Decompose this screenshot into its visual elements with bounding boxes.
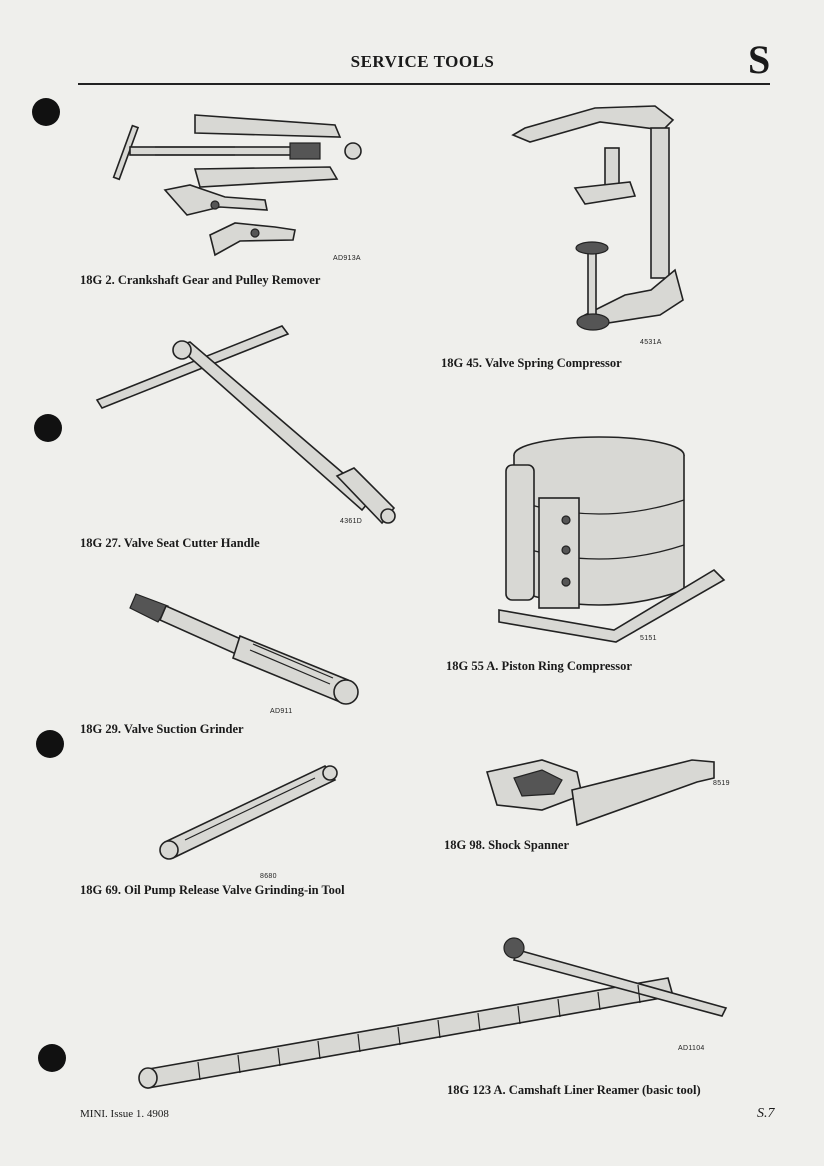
punch-hole [38, 1044, 66, 1072]
shock-spanner-icon [485, 759, 715, 827]
figure-code: 5151 [640, 635, 657, 642]
tool-caption: 18G 123 A. Camshaft Liner Reamer (basic … [447, 1083, 701, 1097]
grinding-tool-icon [159, 764, 338, 860]
tool-caption: 18G 2. Crankshaft Gear and Pulley Remove… [80, 273, 321, 287]
tool-caption: 18G 45. Valve Spring Compressor [441, 356, 622, 370]
suction-grinder-icon [129, 593, 359, 705]
section-letter: S [748, 37, 771, 82]
header-rule [78, 83, 770, 85]
valve-spring-compressor-icon [511, 105, 684, 331]
figure-code: 4361D [340, 518, 363, 525]
piston-ring-compressor-icon [498, 436, 726, 643]
figure-code: 8680 [260, 873, 277, 880]
punch-hole [32, 98, 60, 126]
figure-code: AD1104 [678, 1045, 705, 1052]
tool-caption: 18G 55 A. Piston Ring Compressor [446, 659, 632, 673]
tool-caption: 18G 29. Valve Suction Grinder [80, 722, 244, 736]
figure-code: 4531A [640, 339, 662, 346]
punch-hole [36, 730, 64, 758]
page-title: SERVICE TOOLS [350, 52, 495, 71]
figure-code: AD911 [270, 708, 293, 715]
t-handle-icon [95, 325, 396, 525]
punch-hole [34, 414, 62, 442]
page-number: S.7 [757, 1106, 775, 1121]
tool-caption: 18G 27. Valve Seat Cutter Handle [80, 536, 260, 550]
figure-code: AD913A [333, 255, 361, 262]
gear-puller-icon [112, 114, 362, 257]
figure-code: 8519 [713, 780, 730, 787]
camshaft-reamer-icon [138, 937, 728, 1089]
footer-issue: MINI. Issue 1. 4908 [80, 1108, 169, 1120]
tool-caption: 18G 69. Oil Pump Release Valve Grinding-… [80, 883, 345, 897]
tool-caption: 18G 98. Shock Spanner [444, 838, 570, 852]
